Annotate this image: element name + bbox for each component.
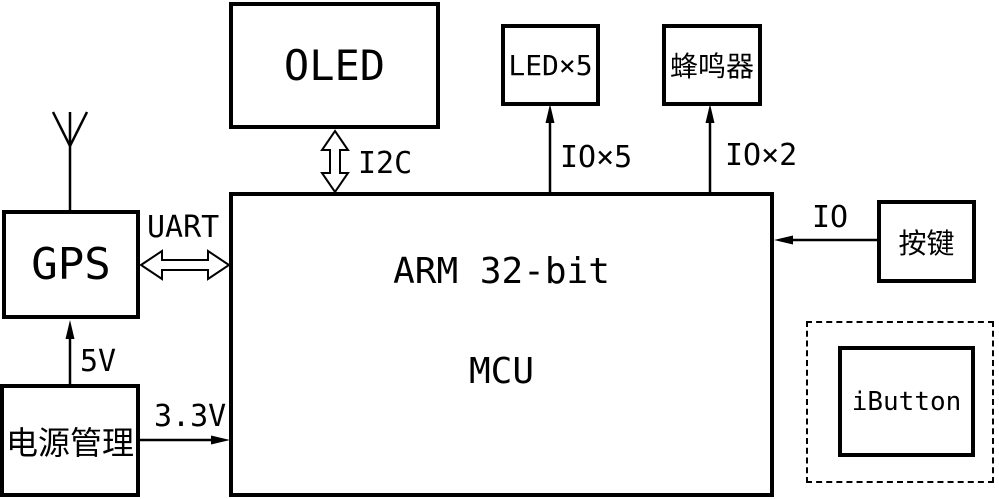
buzzer-block: 蜂鸣器	[662, 24, 762, 106]
uart-label: UART	[147, 210, 220, 245]
oled-label: OLED	[283, 41, 386, 90]
key-button-block: 按键	[877, 200, 976, 283]
mcu-label-line1: ARM 32-bit	[393, 251, 610, 292]
antenna-icon	[51, 111, 89, 210]
led-block: LED×5	[501, 24, 600, 106]
mcu-label-line2: MCU	[468, 351, 535, 392]
mcu-block: ARM 32-bit MCU	[229, 192, 774, 497]
v33-label: 3.3V	[154, 399, 227, 434]
io2-arrow	[705, 104, 715, 192]
uart-arrow	[139, 249, 231, 281]
v33-arrow	[140, 435, 230, 445]
i2c-label: I2C	[358, 146, 413, 181]
oled-block: OLED	[229, 2, 440, 129]
buzzer-label: 蜂鸣器	[669, 50, 754, 83]
key-button-label: 按键	[898, 226, 955, 260]
gps-block: GPS	[2, 210, 140, 319]
i2c-arrow	[320, 129, 350, 194]
v5-arrow	[65, 320, 75, 384]
io-arrow	[774, 235, 877, 245]
io2-label: IO×2	[725, 138, 798, 173]
power-management-block: 电源管理	[0, 384, 140, 497]
io5-label: IO×5	[560, 140, 633, 175]
v5-label: 5V	[80, 344, 117, 379]
io-label: IO	[812, 200, 849, 235]
power-management-label: 电源管理	[5, 423, 134, 462]
ibutton-block: iButton	[838, 346, 975, 457]
io5-arrow	[545, 104, 555, 192]
ibutton-label: iButton	[851, 386, 962, 417]
led-label: LED×5	[508, 48, 593, 82]
gps-label: GPS	[31, 239, 111, 290]
